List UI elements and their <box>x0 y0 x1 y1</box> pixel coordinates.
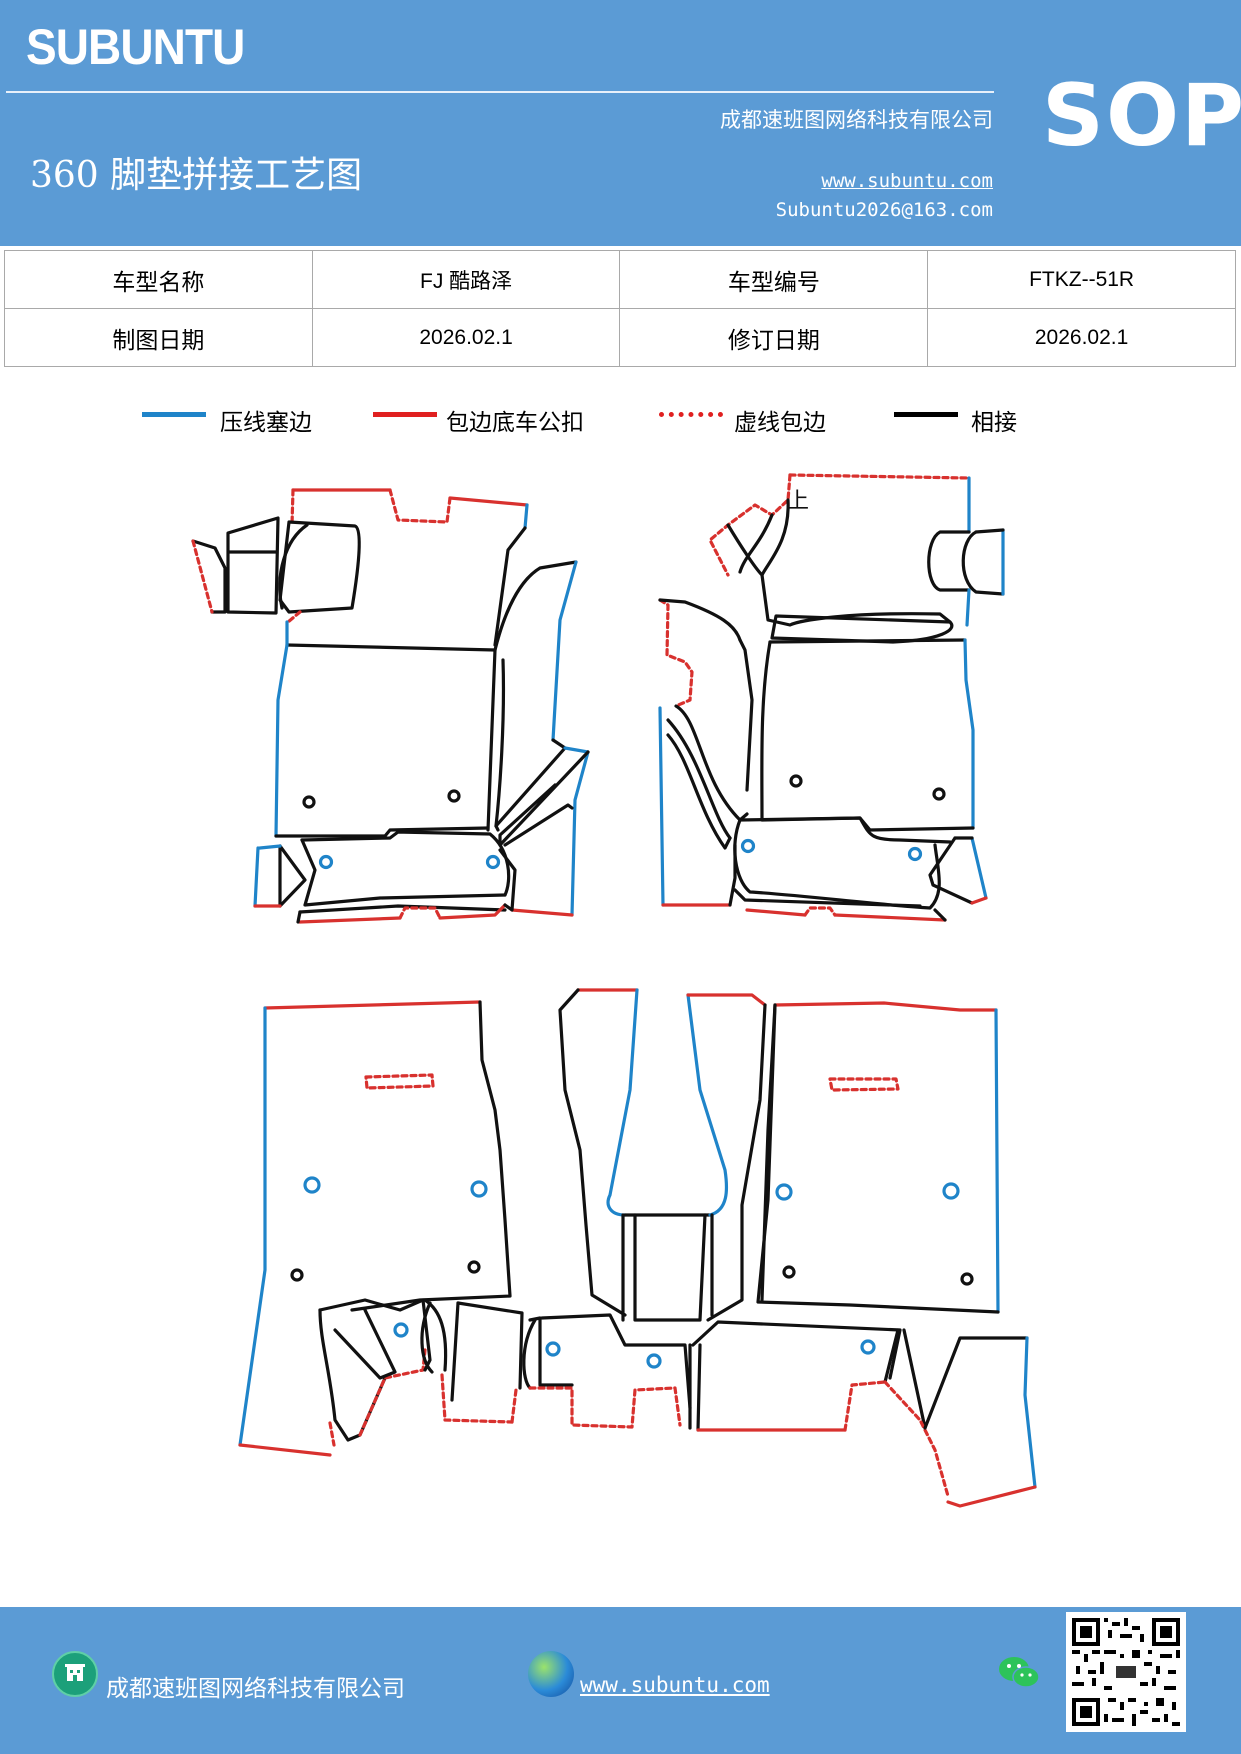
top-marker: 上 <box>787 489 809 514</box>
floor-mat-diagram: 上 <box>191 473 1037 1508</box>
document-title: 360 脚垫拼接工艺图 <box>30 155 363 196</box>
revision-date-label: 修订日期 <box>619 308 929 367</box>
model-name-label: 车型名称 <box>4 250 313 309</box>
website-link[interactable]: www.subuntu.com <box>821 170 993 192</box>
legend-swatch <box>659 412 723 417</box>
footer-company: 成都速班图网络科技有限公司 <box>106 1676 405 1702</box>
legend-swatch <box>894 412 958 417</box>
brand-logo: SUBUNTU <box>26 19 245 75</box>
legend-label: 相接 <box>971 410 1017 436</box>
model-code-label: 车型编号 <box>619 250 929 309</box>
wechat-icon[interactable] <box>996 1649 1044 1697</box>
legend-label: 包边底车公扣 <box>446 410 584 436</box>
drawing-date-value: 2026.02.1 <box>311 308 621 367</box>
globe-icon <box>528 1651 574 1697</box>
footer-website-link[interactable]: www.subuntu.com <box>580 1673 770 1697</box>
front-right-mat-group: 上 <box>658 473 1005 922</box>
legend-swatch <box>373 412 437 417</box>
qr-code <box>1066 1612 1186 1732</box>
model-info-table: 车型名称 FJ 酷路泽 车型编号 FTKZ--51R 制图日期 2026.02.… <box>4 250 1236 367</box>
header-banner: SUBUNTU 成都速班图网络科技有限公司 360 脚垫拼接工艺图 www.su… <box>0 0 1241 246</box>
model-name-value: FJ 酷路泽 <box>311 250 621 309</box>
sop-badge: SOP <box>1042 66 1241 166</box>
header-divider <box>6 91 994 93</box>
table-row: 制图日期 2026.02.1 修订日期 2026.02.1 <box>4 308 1236 367</box>
building-icon <box>52 1651 98 1697</box>
legend-swatch <box>142 412 206 417</box>
legend-label: 压线塞边 <box>220 410 312 436</box>
rear-mat-group <box>238 988 1037 1508</box>
drawing-date-label: 制图日期 <box>4 308 313 367</box>
model-code-value: FTKZ--51R <box>927 250 1236 309</box>
table-row: 车型名称 FJ 酷路泽 车型编号 FTKZ--51R <box>4 250 1236 309</box>
legend-label: 虚线包边 <box>734 410 826 436</box>
front-left-mat-group <box>191 488 590 924</box>
revision-date-value: 2026.02.1 <box>927 308 1236 367</box>
footer-banner: 成都速班图网络科技有限公司 www.subuntu.com <box>0 1607 1241 1754</box>
email-address: Subuntu2026@163.com <box>775 199 993 221</box>
company-name: 成都速班图网络科技有限公司 <box>720 108 993 132</box>
